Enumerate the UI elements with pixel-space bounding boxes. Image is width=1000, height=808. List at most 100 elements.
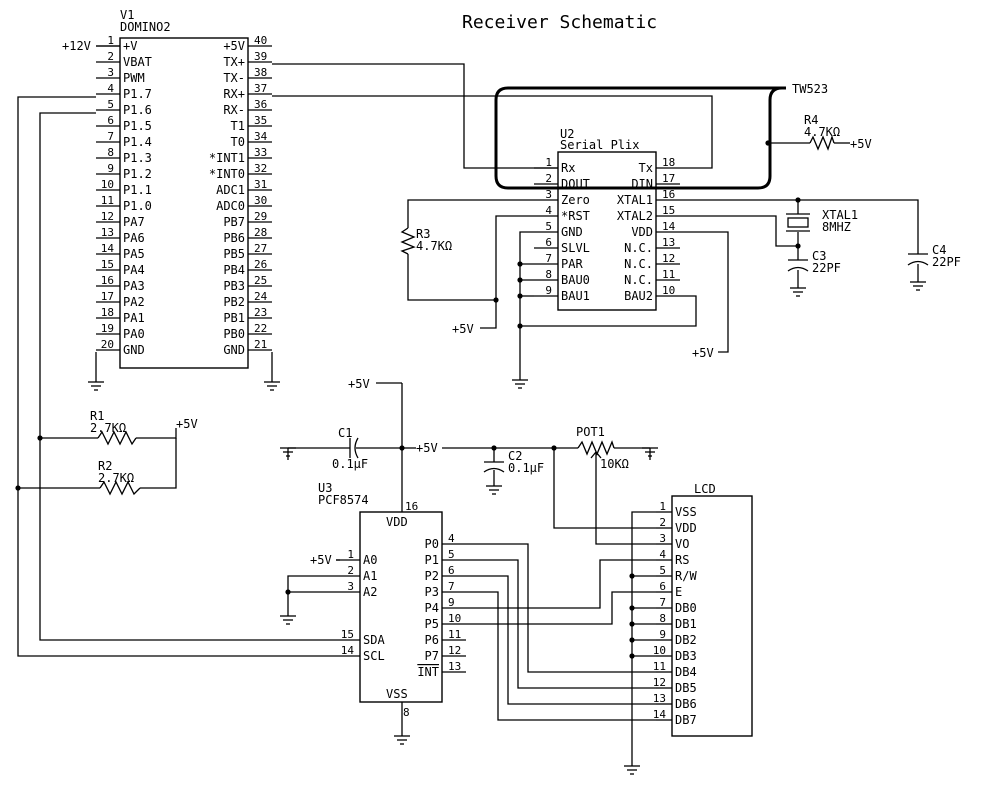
u1-pin-10-name: P1.1	[123, 183, 152, 197]
r2-ref: R2	[98, 459, 112, 473]
u1-pin-37-number: 37	[254, 82, 267, 95]
u3-pin-1-name: A0	[363, 553, 377, 567]
u1-pin-31-name: ADC1	[216, 183, 245, 197]
u3-pin-5-number: 5	[448, 548, 455, 561]
lcd-pin-5-name: R/W	[675, 569, 697, 583]
u1-pin-6-name: P1.5	[123, 119, 152, 133]
u1-pin-3-number: 3	[107, 66, 114, 79]
u3-pin-4-name: P0	[425, 537, 439, 551]
u1-pin-17-number: 17	[101, 290, 114, 303]
u3-pin-2-number: 2	[347, 564, 354, 577]
u2-pin-9-number: 9	[545, 284, 552, 297]
u1-pin-22-number: 22	[254, 322, 267, 335]
lcd-pin-4-number: 4	[659, 548, 666, 561]
u2-pin-5-name: GND	[561, 225, 583, 239]
r1-right-wire	[136, 428, 177, 439]
u3-pin-14-name: SCL	[363, 649, 385, 663]
lcd-pin-2-number: 2	[659, 516, 666, 529]
u1-pin-13-number: 13	[101, 226, 114, 239]
u1-pin-34-name: T0	[231, 135, 245, 149]
r3-bottom-wire	[407, 254, 496, 301]
u1-pin-39-name: TX+	[223, 55, 245, 69]
u2-pin-14-name: VDD	[631, 225, 653, 239]
u1-pin-2-number: 2	[107, 50, 114, 63]
u3-pin-5-name: P1	[425, 553, 439, 567]
lcd-pin-5-number: 5	[659, 564, 666, 577]
xtal1-ref: XTAL1	[822, 208, 858, 222]
capacitor-c3: C3 22PF	[787, 249, 841, 275]
u1-pin-11-number: 11	[101, 194, 114, 207]
c3-ref: C3	[812, 249, 826, 263]
ground-symbol	[486, 485, 502, 495]
u1-part: DOMINO2	[120, 20, 171, 34]
ground-symbol	[394, 735, 410, 745]
resistor-r2: R2 2.7KΩ	[98, 459, 141, 496]
u1-pin-7-name: P1.4	[123, 135, 152, 149]
crystal-xtal1: XTAL1 8MHZ	[786, 208, 858, 234]
p2-db6-wire	[466, 575, 656, 705]
lcd-vo-wire	[595, 452, 656, 545]
u1-pin-3-name: PWM	[123, 71, 145, 85]
u1-pin-9-name: P1.2	[123, 167, 152, 181]
u3-pin-6-number: 6	[448, 564, 455, 577]
u3-pin-1-number: 1	[347, 548, 354, 561]
u2-vdd-wire	[680, 231, 729, 353]
u1-pin-31-number: 31	[254, 178, 267, 191]
u2-pin-6-number: 6	[545, 236, 552, 249]
a1-ground-wire	[287, 575, 336, 616]
lcd-pin-1-name: VSS	[675, 505, 697, 519]
junction-dot	[629, 621, 635, 627]
u1-ref: V1	[120, 8, 134, 22]
u3-pin-10-number: 10	[448, 612, 461, 625]
lcd-pin-8-name: DB1	[675, 617, 697, 631]
u3-vss-pin: 8	[403, 706, 410, 719]
u2-pin-4-name: *RST	[561, 209, 590, 223]
u1-pin-5-name: P1.6	[123, 103, 152, 117]
u1-pin-1-number: 1	[107, 34, 114, 47]
resistor-r1: R1 2.7KΩ	[90, 409, 137, 446]
lcd-gnd-taps	[632, 575, 656, 657]
rst-5v-label: +5V	[452, 322, 474, 336]
u2-pin-7-name: PAR	[561, 257, 583, 271]
u1-pin-33-number: 33	[254, 146, 267, 159]
u1-pin-27-number: 27	[254, 242, 267, 255]
junction-dot	[517, 261, 523, 267]
u1-pin-10-number: 10	[101, 178, 114, 191]
capacitor-c1: C1 0.1μF	[332, 426, 368, 471]
u2-pin-12-number: 12	[662, 252, 675, 265]
u1-pin-4-name: P1.7	[123, 87, 152, 101]
u1-pin-30-name: ADC0	[216, 199, 245, 213]
u1-pin-5-number: 5	[107, 98, 114, 111]
u2-pin-14-number: 14	[662, 220, 676, 233]
lcd-pin-14-number: 14	[653, 708, 667, 721]
ground-symbol	[910, 281, 926, 291]
txplus-to-rx-wire	[272, 63, 558, 169]
tw523-cable	[494, 86, 786, 190]
lcd-pin-12-name: DB5	[675, 681, 697, 695]
schematic-title: Receiver Schematic	[462, 12, 657, 33]
u1-pin-1-name: +V	[123, 39, 137, 53]
lcd-pin-13-number: 13	[653, 692, 666, 705]
u2-gnd-net	[519, 231, 534, 380]
r3-value: 4.7KΩ	[416, 239, 452, 253]
u3-pin-9-name: P4	[425, 601, 439, 615]
u1-pin-12-name: PA7	[123, 215, 145, 229]
u1-pin-20-name: GND	[123, 343, 145, 357]
u1-pin-37-name: RX+	[223, 87, 245, 101]
junction-dot	[629, 637, 635, 643]
u1-pin-8-name: P1.3	[123, 151, 152, 165]
u1-pin-17-name: PA2	[123, 295, 145, 309]
u1-pin-18-number: 18	[101, 306, 114, 319]
u1-pin-26-name: PB4	[223, 263, 245, 277]
lcd-pin-9-name: DB2	[675, 633, 697, 647]
u1-pin-13-name: PA6	[123, 231, 145, 245]
u2-ref: U2	[560, 127, 574, 141]
u2-part: Serial Plix	[560, 138, 639, 152]
u2-pin-12-name: N.C.	[624, 257, 653, 271]
